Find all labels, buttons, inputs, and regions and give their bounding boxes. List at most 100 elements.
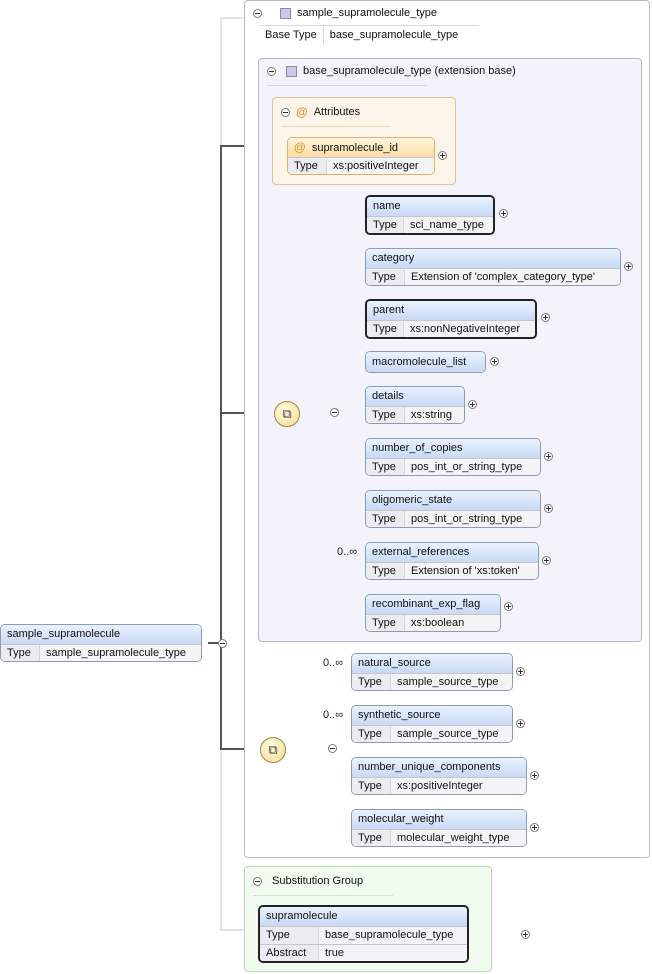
type-label: Type <box>260 927 319 944</box>
expand-icon[interactable] <box>544 504 553 513</box>
collapse-icon[interactable] <box>328 744 338 753</box>
collapse-icon[interactable] <box>218 639 228 648</box>
expand-icon[interactable] <box>516 667 525 676</box>
element-label: number_unique_components <box>358 761 501 773</box>
type-label: Type <box>366 407 405 423</box>
element-label: external_references <box>372 546 470 558</box>
expand-icon[interactable] <box>516 719 525 728</box>
collapse-icon[interactable] <box>267 66 276 76</box>
divider <box>267 85 427 86</box>
occurrence-label: 0..∞ <box>323 657 344 669</box>
sequence-compositor-icon[interactable]: ⧉ <box>274 401 300 427</box>
element-name: sample_supramolecule <box>7 628 121 640</box>
expand-icon[interactable] <box>490 357 499 366</box>
expand-icon[interactable] <box>544 452 553 461</box>
collapse-icon[interactable] <box>253 8 262 18</box>
type-label: Type <box>366 511 405 527</box>
type-value: base_supramolecule_type <box>319 927 467 944</box>
complex-type-header: sample_supramolecule_type <box>253 7 437 19</box>
complex-type-icon <box>286 65 297 77</box>
type-label: Type <box>366 563 405 579</box>
type-label: Type <box>288 158 327 174</box>
sequence-compositor-icon[interactable]: ⧉ <box>260 737 286 763</box>
expand-icon[interactable] <box>541 313 550 322</box>
type-value: sci_name_type <box>404 217 493 233</box>
expand-icon[interactable] <box>499 209 508 218</box>
complex-type-name: sample_supramolecule_type <box>297 7 438 19</box>
element-label: recombinant_exp_flag <box>372 598 481 610</box>
complex-type-icon <box>280 7 291 19</box>
occurrence-label: 0..∞ <box>337 546 358 558</box>
collapse-icon[interactable] <box>253 876 262 886</box>
element-macromolecule-list[interactable]: macromolecule_list <box>365 351 486 373</box>
type-label: Type <box>352 830 391 846</box>
type-value: sample_source_type <box>391 726 512 742</box>
expand-icon[interactable] <box>438 151 447 160</box>
base-type-value: base_supramolecule_type <box>329 29 459 41</box>
type-value: xs:positiveInteger <box>391 778 526 794</box>
type-label: Type <box>352 726 391 742</box>
expand-icon[interactable] <box>542 556 551 565</box>
extension-title: base_supramolecule_type (extension base) <box>303 65 516 77</box>
expand-icon[interactable] <box>468 400 477 409</box>
type-value: Extension of 'complex_category_type' <box>405 269 620 285</box>
element-label: molecular_weight <box>358 813 444 825</box>
type-value: sample_source_type <box>391 674 512 690</box>
collapse-icon[interactable] <box>281 107 290 117</box>
type-value: sample_supramolecule_type <box>40 645 201 661</box>
expand-icon[interactable] <box>530 823 539 832</box>
type-value: pos_int_or_string_type <box>405 511 540 527</box>
element-label: name <box>373 200 401 212</box>
type-label: Type <box>1 645 40 661</box>
base-type-row: Base Type base_supramolecule_type <box>259 25 479 44</box>
substitution-group-title: Substitution Group <box>272 875 364 887</box>
type-value: xs:nonNegativeInteger <box>404 321 535 337</box>
extension-header: base_supramolecule_type (extension base) <box>267 65 516 77</box>
type-value: molecular_weight_type <box>391 830 526 846</box>
abstract-value: true <box>319 945 467 961</box>
element-label: natural_source <box>358 657 431 669</box>
collapse-icon[interactable] <box>330 408 340 417</box>
substitution-group-header: Substitution Group <box>253 875 363 887</box>
expand-icon[interactable] <box>504 602 513 611</box>
type-label: Type <box>352 674 391 690</box>
type-label: Type <box>366 459 405 475</box>
expand-icon[interactable] <box>624 262 633 271</box>
element-label: macromolecule_list <box>372 356 467 368</box>
type-value: xs:positiveInteger <box>327 158 434 174</box>
abstract-label: Abstract <box>260 945 319 961</box>
expand-icon[interactable] <box>530 771 539 780</box>
base-type-label: Base Type <box>259 26 324 44</box>
attributes-header: @ Attributes <box>281 105 360 119</box>
type-label: Type <box>352 778 391 794</box>
expand-icon[interactable] <box>521 930 531 939</box>
element-macromolecule-list-card[interactable]: macromolecule_list <box>365 351 499 373</box>
